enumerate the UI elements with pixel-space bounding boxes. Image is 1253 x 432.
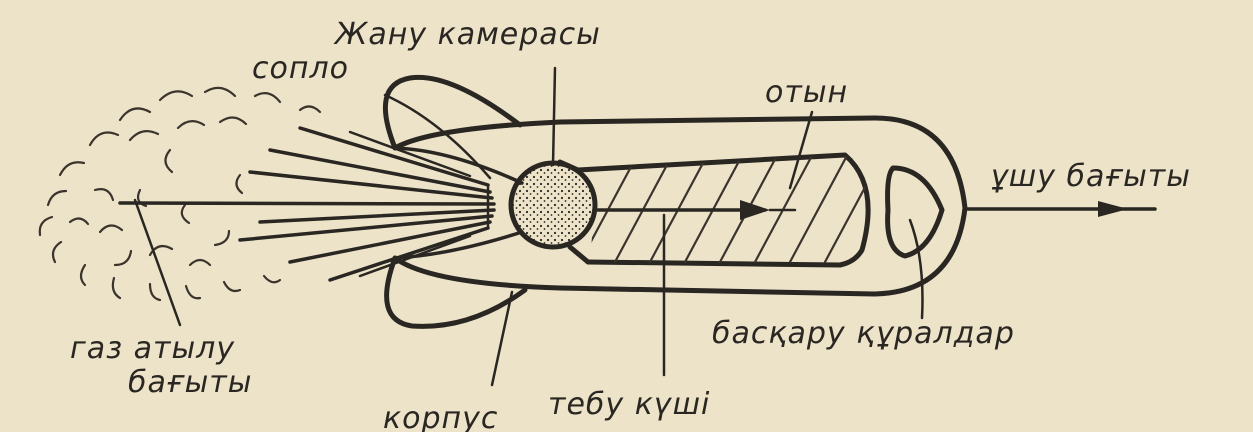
label-fuel: отын xyxy=(765,75,848,110)
label-combustion-chamber: Жану камерасы xyxy=(333,17,601,52)
exhaust-streaks xyxy=(120,128,494,280)
control-devices xyxy=(888,168,942,256)
label-gas-direction-line1: газ атылу xyxy=(70,331,235,366)
label-thrust-force: тебу күші xyxy=(548,387,710,422)
combustion-chamber xyxy=(511,163,595,247)
label-body: корпус xyxy=(383,401,498,432)
label-flight-direction: ұшу бағыты xyxy=(990,159,1191,194)
upper-fin xyxy=(385,77,520,148)
exhaust-cloud xyxy=(40,88,320,300)
flight-direction-arrow xyxy=(968,201,1155,217)
label-gas-direction-line2: бағыты xyxy=(128,365,252,400)
chamber-connector-bottom xyxy=(570,247,588,262)
leader-control-devices xyxy=(910,220,923,318)
leader-gas-direction xyxy=(135,200,180,325)
lower-fin xyxy=(387,258,525,326)
label-nozzle: сопло xyxy=(252,51,349,86)
leader-combustion-chamber xyxy=(553,68,555,165)
thrust-arrow xyxy=(598,200,795,220)
label-control-devices: басқару құралдар xyxy=(712,316,1015,351)
